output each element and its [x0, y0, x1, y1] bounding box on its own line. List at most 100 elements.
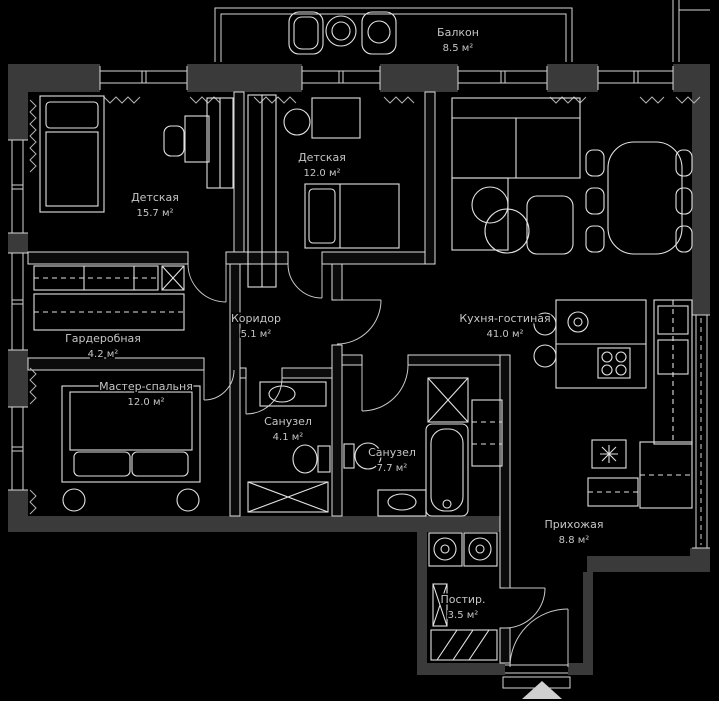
- dining-chair: [585, 225, 605, 253]
- window-top-1: [99, 66, 188, 90]
- room-label-corridor-name: Коридор: [231, 312, 281, 325]
- washbasin: [387, 493, 417, 511]
- door-master-bedroom: [203, 369, 235, 401]
- room-label-hallway-area: 8.8 м²: [559, 535, 590, 546]
- door-laundry: [504, 587, 546, 629]
- shaft: [427, 377, 469, 423]
- window-top-2: [301, 66, 381, 90]
- pillow: [45, 101, 99, 129]
- room-label-bathroom-1-name: Санузел: [264, 415, 312, 428]
- balcony-furniture: [288, 11, 397, 55]
- room-label-laundry-name: Постир.: [440, 593, 485, 606]
- dining-table: [607, 141, 683, 255]
- pillow: [73, 451, 131, 477]
- furniture-dressing-room: [33, 265, 185, 331]
- window-right-band: [692, 314, 710, 549]
- door-nursery-2: [287, 263, 323, 299]
- door-corridor-living: [336, 299, 382, 345]
- desk: [311, 97, 361, 139]
- dining-chair: [675, 149, 693, 177]
- room-label-nursery-2-name: Детская: [298, 151, 346, 164]
- bathtub-drain: [442, 499, 452, 509]
- furniture-laundry: [428, 532, 498, 661]
- washing-machine: [428, 532, 463, 567]
- coffee-table: [484, 208, 530, 254]
- furniture-hallway: [502, 477, 639, 699]
- window-left-3: [8, 406, 28, 491]
- pillow: [308, 188, 336, 244]
- room-label-bathroom-1-area: 4.1 м²: [273, 432, 304, 443]
- door-swings: [187, 263, 569, 668]
- toilet: [354, 442, 382, 470]
- kitchen-sink: [567, 311, 589, 333]
- window-left-2: [8, 252, 28, 351]
- chair: [163, 125, 185, 157]
- outer-walls: [8, 64, 710, 675]
- stove-icon: [600, 445, 618, 463]
- room-labels: Балкон 8.5 м² Детская 15.7 м² Детская 12…: [64, 25, 605, 623]
- balcony-chair: [361, 11, 397, 55]
- bed: [39, 95, 105, 213]
- drying-rack: [430, 629, 498, 661]
- dining-chair: [585, 149, 605, 177]
- console-cabinet: [587, 477, 639, 507]
- toilet: [292, 444, 318, 474]
- entrance-arrow-icon: [522, 681, 562, 699]
- room-label-bathroom-2-name: Санузел: [368, 446, 416, 459]
- bath-shelves: [471, 399, 503, 467]
- room-label-master-area: 12.0 м²: [128, 397, 165, 408]
- bed: [61, 385, 201, 483]
- window-top-4: [597, 66, 674, 90]
- room-label-kitchen-living-name: Кухня-гостиная: [459, 312, 550, 325]
- room-label-nursery-1-area: 15.7 м²: [137, 208, 174, 219]
- window-top-3: [457, 66, 548, 90]
- washbasin-counter: [377, 489, 427, 517]
- sofa-chaise: [451, 177, 509, 251]
- toilet-tank: [343, 443, 355, 469]
- interior-walls: [27, 91, 511, 664]
- coffee-table: [471, 186, 509, 224]
- door-nursery-1: [187, 263, 227, 303]
- shaft: [161, 265, 185, 291]
- armchair: [526, 195, 574, 255]
- bar-stool: [533, 344, 557, 368]
- furniture-nursery-2: [247, 94, 400, 288]
- wall-hatch-marks: [29, 96, 701, 515]
- room-label-kitchen-living-area: 41.0 м²: [487, 329, 524, 340]
- pillow: [131, 451, 189, 477]
- nightstand: [176, 488, 200, 512]
- room-label-hallway-name: Прихожая: [545, 518, 604, 531]
- washbasin: [268, 385, 296, 403]
- room-label-balcony-area: 8.5 м²: [443, 43, 474, 54]
- dining-chair: [675, 225, 693, 253]
- chair: [283, 108, 311, 136]
- furniture-bathroom-1: [247, 381, 331, 513]
- balcony-table: [325, 15, 357, 47]
- balcony-outline: [214, 0, 710, 62]
- kitchen-counter: [639, 441, 693, 509]
- room-label-balcony-name: Балкон: [437, 26, 479, 39]
- door-bathroom-1: [245, 377, 283, 415]
- balcony-chair: [288, 11, 324, 55]
- bathtub: [425, 423, 469, 517]
- desk: [184, 115, 210, 163]
- dining-chair: [675, 187, 693, 215]
- room-label-laundry-area: 3.5 м²: [448, 610, 479, 621]
- room-label-master-name: Мастер-спальня: [99, 380, 193, 393]
- room-label-nursery-2-area: 12.0 м²: [304, 168, 341, 179]
- room-label-dressing-name: Гардеробная: [65, 332, 141, 345]
- furniture-bathroom-2: [343, 377, 503, 517]
- shower-shaft: [247, 481, 329, 513]
- nightstand: [62, 488, 86, 512]
- washing-machine: [463, 532, 498, 567]
- furniture-master-bedroom: [61, 385, 201, 512]
- room-label-bathroom-2-area: 7.7 м²: [377, 463, 408, 474]
- door-bathroom-2: [361, 364, 409, 412]
- furniture-nursery-1: [39, 95, 234, 213]
- drying-stand: [432, 583, 448, 627]
- dining-chair: [585, 187, 605, 215]
- bed: [304, 183, 400, 249]
- washbasin-counter: [259, 381, 327, 407]
